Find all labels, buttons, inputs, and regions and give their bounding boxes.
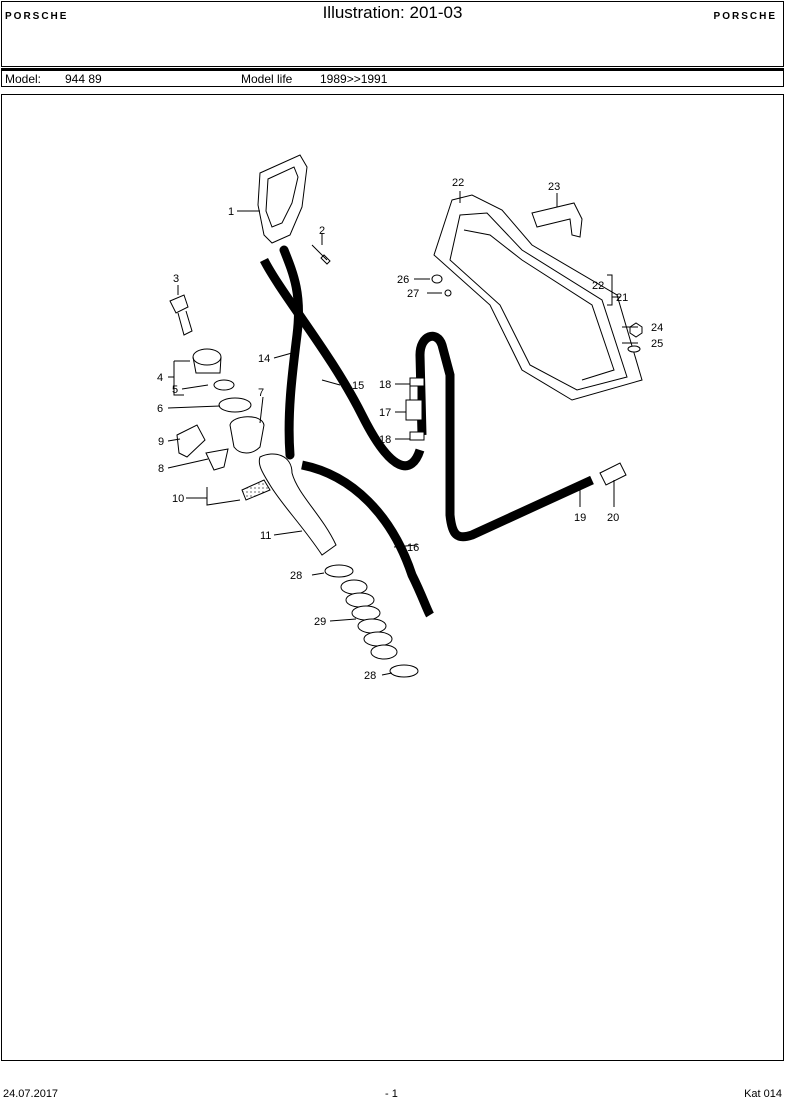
fitting-part: [599, 462, 627, 486]
retaining-ring: [218, 397, 252, 413]
callout-3: 3: [173, 273, 179, 285]
callout-29: 29: [314, 616, 326, 628]
footer-page: - 1: [385, 1088, 398, 1100]
filler-cap-part: [192, 348, 222, 366]
callout-10: 10: [172, 493, 184, 505]
filler-neck-part: [258, 453, 337, 556]
callout-22-top: 22: [452, 177, 464, 189]
pad-part: [531, 202, 583, 238]
callout-4: 4: [157, 372, 163, 384]
callout-17: 17: [379, 407, 391, 419]
callout-25: 25: [651, 338, 663, 350]
callout-27: 27: [407, 288, 419, 300]
callout-28-lower: 28: [364, 670, 376, 682]
callout-18-upper: 18: [379, 379, 391, 391]
model-bar: Model: 944 89 Model life 1989>>1991: [1, 68, 784, 87]
callout-14: 14: [258, 353, 270, 365]
footer-date: 24.07.2017: [3, 1088, 59, 1100]
header-box: PORSCHE Illustration: 201-03 PORSCHE: [1, 1, 784, 67]
callout-28-upper: 28: [290, 570, 302, 582]
tank-tray-outer: [433, 194, 643, 401]
callout-8: 8: [158, 463, 164, 475]
model-life-label: Model life: [241, 72, 293, 86]
lock-part: [169, 294, 193, 336]
callout-9: 9: [158, 436, 164, 448]
bracket-part: [206, 487, 241, 506]
filler-flap-part: [257, 154, 308, 244]
callout-23: 23: [548, 181, 560, 193]
callout-7: 7: [258, 387, 264, 399]
model-value: 944 89: [65, 72, 102, 86]
washer-part: [627, 345, 641, 353]
parts-diagram: 1 2 3 4 5 6 7 8 9 10 11 14 15 16 17 18 1…: [157, 154, 663, 682]
seal-part: [205, 448, 229, 471]
model-label: Model:: [5, 72, 42, 86]
valve-part: [405, 399, 423, 421]
callout-26: 26: [397, 274, 409, 286]
porsche-logo-left: PORSCHE: [5, 11, 69, 22]
porsche-logo-right: PORSCHE: [713, 11, 777, 22]
callout-2: 2: [319, 225, 325, 237]
bolt-part: [311, 244, 331, 265]
boot-part: [229, 416, 265, 454]
clamp-part-upper: [324, 564, 354, 578]
illustration-frame: 1 2 3 4 5 6 7 8 9 10 11 14 15 16 17 18 1…: [1, 94, 784, 1061]
callout-5: 5: [172, 384, 178, 396]
corrugated-hose: [340, 579, 398, 660]
callout-16: 16: [407, 542, 419, 554]
callout-1: 1: [228, 206, 234, 218]
callout-18-lower: 18: [379, 434, 391, 446]
callout-11: 11: [260, 530, 271, 542]
callout-22-side: 22: [592, 280, 604, 292]
callout-6: 6: [157, 403, 163, 415]
nut-part: [629, 322, 643, 338]
callout-labels: 1 2 3 4 5 6 7 8 9 10 11 14 15 16 17 18 1…: [157, 177, 663, 682]
model-life-value: 1989>>1991: [320, 72, 388, 86]
callout-21: 21: [616, 292, 628, 304]
plate-part: [176, 424, 206, 458]
callout-24: 24: [651, 322, 663, 334]
callout-20: 20: [607, 512, 619, 524]
callout-19: 19: [574, 512, 586, 524]
clamp-part-lower: [389, 664, 419, 678]
footer-catalog: Kat 014: [744, 1088, 782, 1100]
callout-15: 15: [352, 380, 364, 392]
illustration-title: Illustration: 201-03: [322, 3, 463, 22]
